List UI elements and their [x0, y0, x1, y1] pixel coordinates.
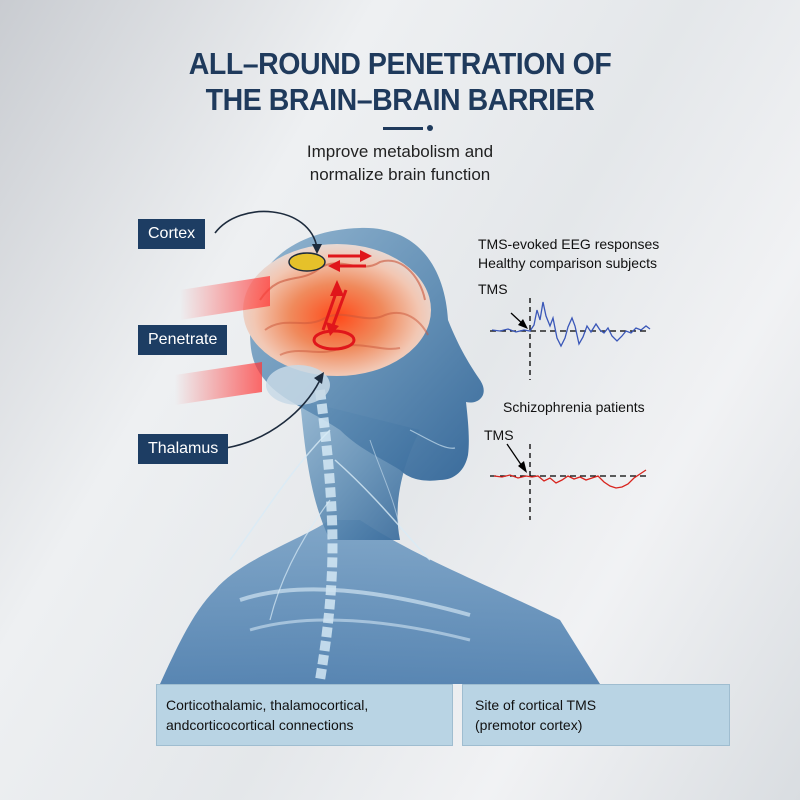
eeg-patients-tms-label: TMS [484, 427, 514, 443]
eeg-patients-trace [493, 469, 647, 489]
eeg-healthy-trace [491, 301, 651, 348]
page-title-line-1: ALL–ROUND PENETRATION OF [188, 46, 612, 81]
subtitle-line-2: normalize brain function [309, 165, 491, 184]
legend-site-line-2: (premotor cortex) [475, 717, 583, 733]
brain [243, 244, 431, 376]
subtitle-line-1: Improve metabolism and [306, 142, 494, 161]
thalamus-leader [225, 379, 321, 449]
penetrate-callout: Penetrate [138, 325, 228, 355]
cortex-callout: Cortex [138, 219, 206, 249]
page-title-line-2: THE BRAIN–BRAIN BARRIER [205, 82, 595, 117]
title-divider [383, 127, 423, 130]
eeg-patients-chart [490, 443, 650, 520]
body-silhouette [160, 520, 600, 684]
legend-connections-line-1: Corticothalamic, thalamocortical, [166, 697, 369, 713]
eeg-healthy-tms-label: TMS [478, 281, 508, 297]
eeg-heading-line-1: TMS-evoked EEG responses [478, 236, 660, 252]
beam-upper [180, 276, 270, 320]
eeg-patients-heading: Schizophrenia patients [503, 399, 645, 415]
eeg-heading-line-2: Healthy comparison subjects [478, 255, 657, 271]
spine [315, 389, 338, 681]
beam-lower [175, 362, 262, 405]
cortex-leader [214, 210, 318, 249]
tms-site [288, 252, 326, 272]
eeg-healthy-chart [490, 298, 651, 380]
legend-connections-line-2: andcorticocortical connections [166, 717, 354, 733]
cerebellum [266, 365, 330, 405]
title-divider-dot [427, 125, 433, 131]
legend-site-box: Site of cortical TMS (premotor cortex) [462, 684, 730, 746]
legend-site-line-1: Site of cortical TMS [475, 697, 597, 713]
legend-connections-box: Corticothalamic, thalamocortical, andcor… [156, 684, 453, 746]
thalamus-callout: Thalamus [138, 434, 229, 464]
